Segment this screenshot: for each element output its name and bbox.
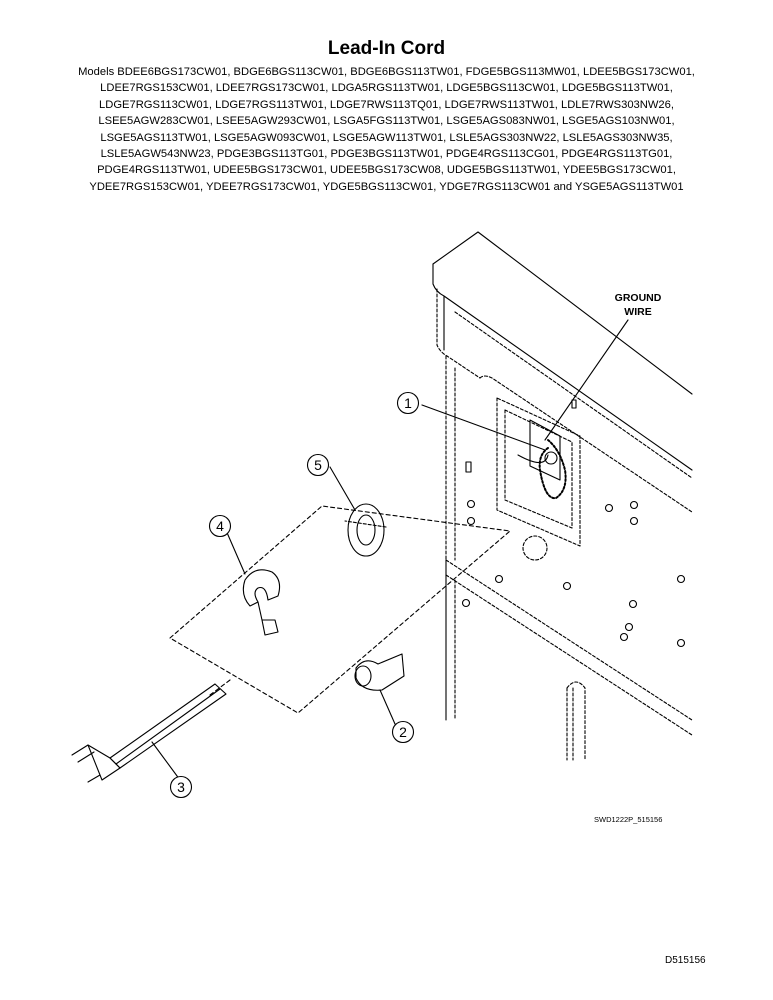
svg-text:4: 4 bbox=[216, 518, 224, 534]
ground-wire bbox=[538, 439, 567, 500]
document-id: D515156 bbox=[665, 955, 706, 966]
callout-4: 4 bbox=[208, 514, 232, 538]
assembly-plane bbox=[169, 505, 511, 714]
cabinet-outline bbox=[432, 231, 693, 761]
callout-1: 1 bbox=[396, 391, 420, 415]
cabinet-holes bbox=[461, 399, 686, 648]
terminal-block-recess bbox=[496, 397, 581, 547]
power-cord bbox=[71, 683, 227, 783]
callout-5: 5 bbox=[306, 453, 330, 477]
callout-3: 3 bbox=[169, 775, 193, 799]
ground-wire-label-line1: GROUND bbox=[615, 292, 662, 304]
page-title: Lead-In Cord bbox=[327, 38, 446, 59]
cord-clamp bbox=[354, 653, 405, 691]
leader-lines bbox=[151, 319, 629, 781]
model-list: Models BDEE6BGS173CW01, BDGE6BGS113CW01,… bbox=[78, 66, 695, 193]
ground-wire-label-line2: WIRE bbox=[624, 306, 651, 318]
strain-relief-ring bbox=[347, 503, 385, 557]
svg-text:1: 1 bbox=[404, 395, 412, 411]
svg-text:2: 2 bbox=[399, 724, 407, 740]
svg-text:3: 3 bbox=[177, 779, 185, 795]
callout-2: 2 bbox=[391, 720, 415, 744]
drawing-id: SWD1222P_515156 bbox=[594, 815, 663, 824]
svg-text:5: 5 bbox=[314, 457, 322, 473]
bushing bbox=[242, 569, 281, 636]
